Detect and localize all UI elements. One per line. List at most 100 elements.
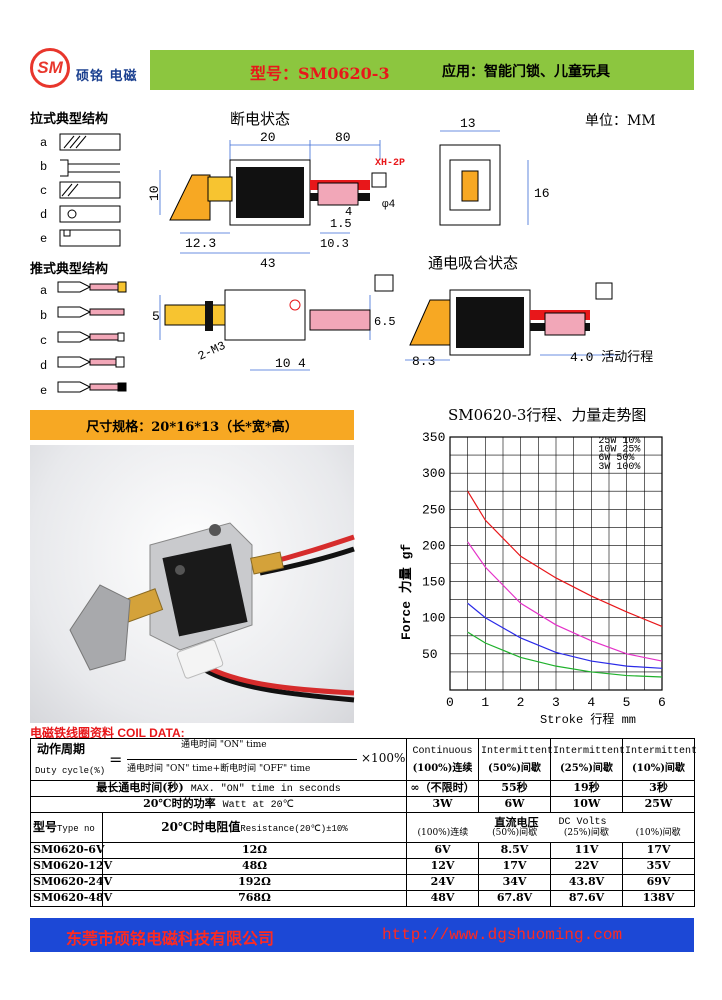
legend-entry: 3W 100% [598, 462, 640, 473]
chart-ylabel: Force 力量 gf [398, 544, 414, 640]
legend-entry: 6W 50% [598, 453, 634, 464]
svg-text:12.3: 12.3 [185, 236, 216, 251]
size-spec-bar: 尺寸规格：20*16*13（长*宽*高） [30, 410, 354, 440]
svg-text:5: 5 [152, 309, 160, 324]
svg-text:80: 80 [335, 130, 351, 145]
pull-letter: b [40, 160, 47, 174]
pull-shape-e [59, 229, 121, 247]
chart-xlabel: Stroke 行程 mm [540, 711, 636, 727]
footer-company: 东莞市硕铭电磁科技有限公司 [66, 929, 275, 948]
table-row: 动作周期 Duty cycle(%) = 通电时间 "ON" time 通电时间… [30, 738, 697, 781]
svg-text:2-M3: 2-M3 [196, 339, 228, 364]
x-tick-label: 1 [481, 695, 489, 710]
y-tick-label: 250 [422, 502, 445, 517]
push-shape-d [57, 356, 92, 368]
svg-text:10: 10 [275, 356, 291, 371]
x-tick-label: 2 [517, 695, 525, 710]
series-line [467, 541, 663, 662]
push-letter: c [40, 334, 47, 348]
svg-text:43: 43 [260, 256, 276, 271]
logo-text: 硕铭 电磁 [76, 69, 138, 84]
series-line [467, 602, 663, 669]
footer-url[interactable]: http://www.dgshuoming.com [382, 926, 623, 944]
x-tick-label: 5 [623, 695, 631, 710]
chart-title: SM0620-3行程、力量走势图 [448, 406, 647, 424]
push-shape-e [57, 381, 92, 393]
power-off-title: 断电状态 [230, 110, 291, 128]
y-tick-label: 50 [422, 647, 438, 662]
push-letter: b [40, 309, 47, 323]
logo-mark: SM [30, 48, 70, 88]
svg-text:6.5: 6.5 [374, 315, 396, 329]
power-on-title: 通电吸合状态 [428, 254, 519, 272]
svg-text:8.3: 8.3 [412, 354, 435, 369]
pull-letter: c [40, 184, 47, 198]
legend-entry: 10W 25% [598, 444, 640, 455]
solenoid-off-view [169, 159, 387, 226]
pull-structure-title: 拉式典型结构 [30, 112, 109, 127]
y-tick-label: 200 [422, 538, 445, 553]
table-row: 最长通电时间(秒) MAX. "ON" time in seconds ∞（不限… [30, 780, 695, 797]
push-letter: d [40, 359, 47, 373]
model-title: 型号：SM0620-3 [250, 64, 390, 83]
series-line [467, 631, 663, 678]
push-structure-title: 推式典型结构 [30, 262, 109, 277]
svg-text:4: 4 [298, 356, 306, 371]
force-stroke-chart: 0 1 2 3 4 5 6 50 100 150 200 250 300 350 25W 10%10W 2… [398, 430, 666, 727]
pull-letter: a [40, 136, 47, 150]
push-letter: e [40, 384, 47, 398]
connector-label: XH-2P [375, 158, 405, 169]
chart-series [467, 490, 663, 678]
plot-frame [449, 436, 663, 691]
chart-legend: 25W 10%10W 25%6W 50%3W 100% [598, 436, 640, 473]
technical-drawing: 20 80 10 12.3 43 4 1.5 10.3 φ4 XH-2P 13 … [147, 116, 653, 371]
footer-bar: 东莞市硕铭电磁科技有限公司 http://www.dgshuoming.com [30, 918, 694, 952]
x-tick-label: 4 [587, 695, 595, 710]
coil-data-heading: 电磁铁线圈资料 COIL DATA: [30, 726, 185, 740]
y-tick-label: 300 [422, 466, 445, 481]
y-tick-label: 100 [422, 611, 445, 626]
push-shape-b [57, 306, 92, 318]
x-tick-label: 3 [552, 695, 560, 710]
y-tick-label: 350 [422, 430, 445, 445]
svg-text:16: 16 [534, 186, 550, 201]
y-tick-label: 150 [422, 575, 445, 590]
chart-ticks: 0 1 2 3 4 5 6 50 100 150 200 250 300 350 [422, 430, 666, 710]
svg-text:10.3: 10.3 [320, 237, 349, 251]
push-shape-c [57, 331, 92, 343]
svg-text:4: 4 [345, 205, 352, 219]
svg-text:φ4: φ4 [382, 199, 396, 211]
pull-shape-d [59, 205, 121, 223]
series-line [467, 490, 663, 627]
pull-letter: e [40, 232, 47, 246]
push-letter: a [40, 284, 47, 298]
solenoid-on-view [409, 282, 613, 356]
svg-text:10: 10 [147, 185, 162, 201]
pull-letter: d [40, 208, 47, 222]
svg-text:20: 20 [260, 130, 276, 145]
coil-data-table: 动作周期 Duty cycle(%) = 通电时间 "ON" time 通电时间… [30, 738, 697, 907]
svg-text:1.5: 1.5 [330, 217, 352, 231]
x-tick-label: 6 [658, 695, 666, 710]
push-shape-a [57, 281, 92, 293]
unit-label: 单位：MM [585, 113, 656, 129]
solenoid-bottom-view [164, 274, 394, 341]
product-photo [30, 445, 355, 723]
table-row: 20℃时的功率 Watt at 20℃ 3W 6W 10W 25W [30, 796, 695, 813]
pull-shape-c [59, 181, 121, 199]
svg-text:4.0 活动行程: 4.0 活动行程 [570, 350, 653, 365]
pull-shape-b [60, 159, 120, 177]
x-tick-label: 0 [446, 695, 454, 710]
svg-text:13: 13 [460, 116, 476, 131]
duty-cycle-cell: 动作周期 Duty cycle(%) = 通电时间 "ON" time 通电时间… [30, 738, 407, 781]
solenoid-photo-illustration [69, 522, 355, 703]
chart-grid [449, 436, 663, 691]
solenoid-side-view [439, 144, 501, 226]
table-row: 型号Type no 20℃时电阻值Resistance(20℃)±10% 直流电… [30, 812, 695, 843]
pull-shape-a [59, 133, 121, 151]
header-bar: 型号：SM0620-3 应用：智能门锁、儿童玩具 [150, 50, 694, 90]
